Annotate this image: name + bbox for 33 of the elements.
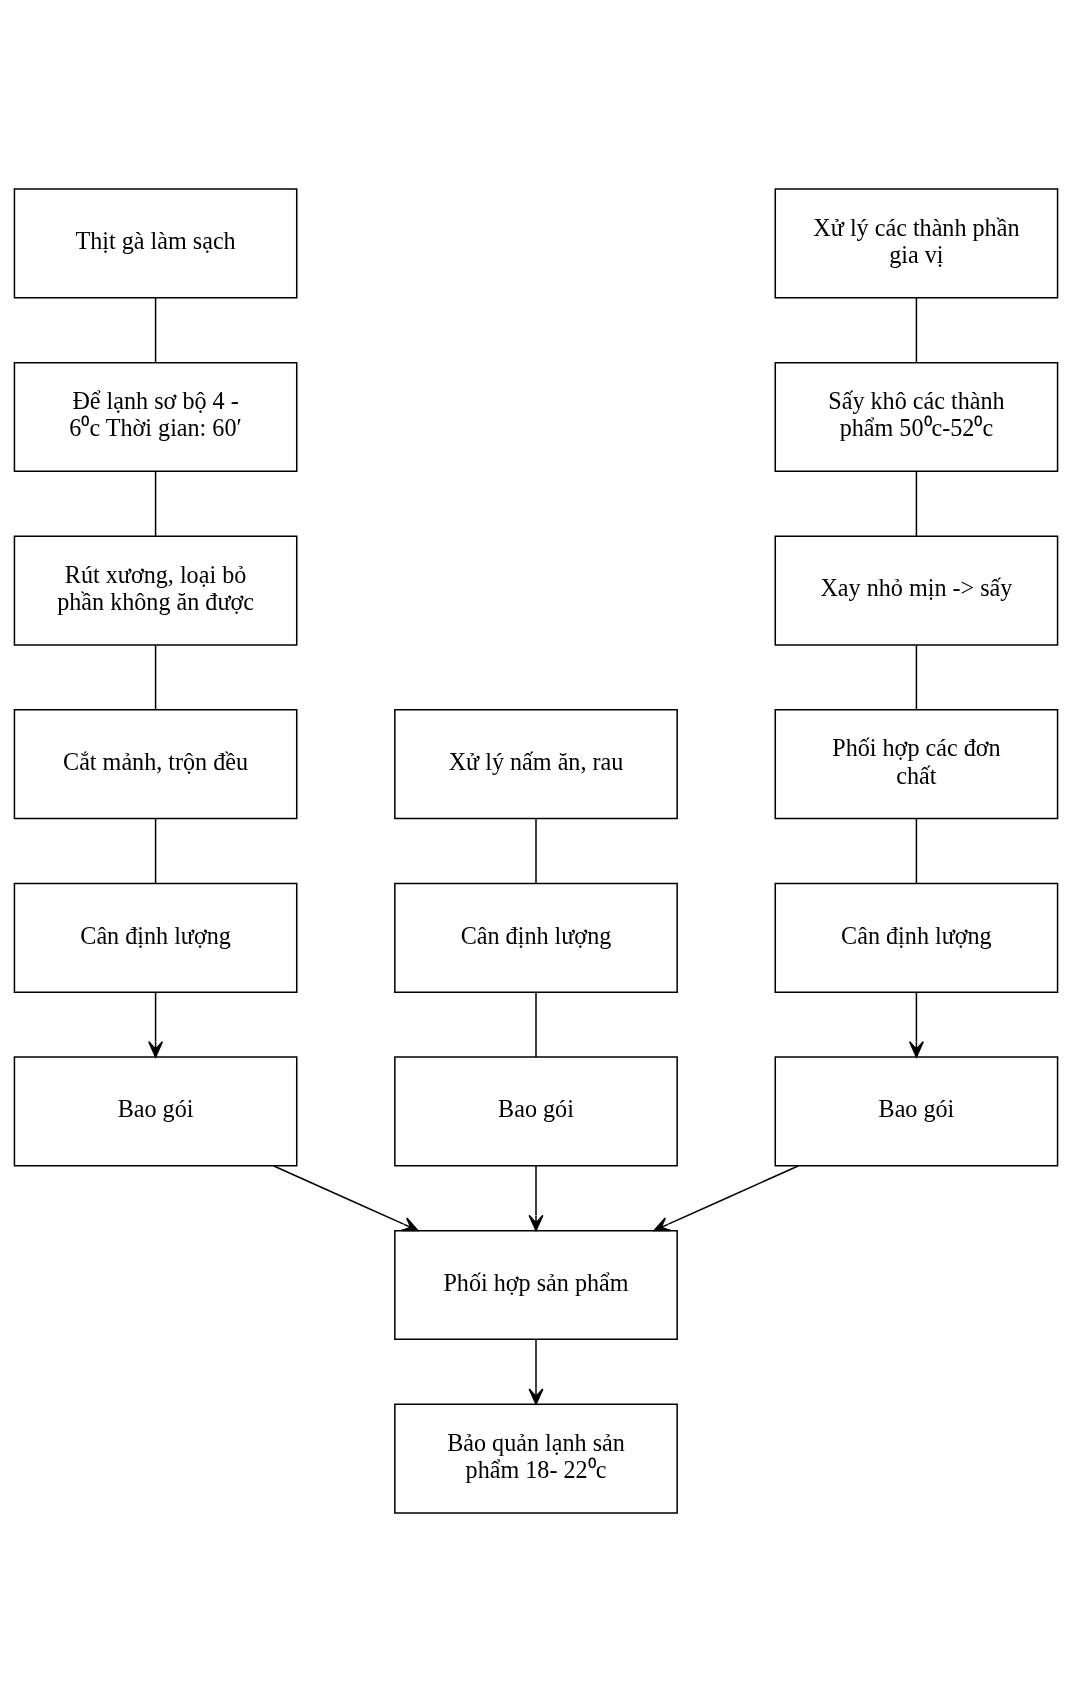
node-box: Cân định lượng [774, 882, 1059, 993]
arrow [273, 1164, 419, 1231]
connector [915, 470, 918, 537]
node-box: Xử lý nấm ăn, rau [394, 708, 678, 819]
node-box: Phối hợp sản phẩm [394, 1229, 678, 1340]
arrow [148, 991, 164, 1058]
node-box: Xay nhỏ mịn -> sấy [774, 535, 1059, 646]
node-box: Xử lý các thành phần gia vị [774, 187, 1059, 298]
node-box: Bao gói [13, 1055, 298, 1166]
arrow [653, 1164, 799, 1231]
node-box: Cắt mảnh, trộn đều [13, 708, 298, 819]
connector [915, 296, 918, 363]
node-box: Cân định lượng [394, 882, 678, 993]
connector [535, 991, 537, 1058]
connector [154, 470, 157, 537]
node-box: Rút xương, loại bỏ phần không ăn được [13, 535, 298, 646]
node-box: Bảo quản lạnh sản phẩm 18- 22⁰c [394, 1403, 678, 1514]
node-box: Sấy khô các thành phẩm 50⁰c-52⁰c [774, 361, 1059, 472]
connector [154, 643, 157, 710]
arrow [908, 991, 924, 1058]
node-box: Bao gói [774, 1055, 1059, 1166]
arrow [528, 1338, 544, 1405]
node-box: Phối hợp các đơn chất [774, 708, 1059, 819]
node-box: Thịt gà làm sạch [13, 187, 298, 298]
connector [535, 817, 537, 884]
connector [915, 817, 918, 884]
connector [915, 643, 918, 710]
connector [154, 817, 157, 884]
connector [154, 296, 157, 363]
node-box: Bao gói [394, 1055, 678, 1166]
node-box: Để lạnh sơ bộ 4 - 6⁰c Thời gian: 60′ [13, 361, 298, 472]
arrow [528, 1164, 544, 1231]
node-box: Cân định lượng [13, 882, 298, 993]
